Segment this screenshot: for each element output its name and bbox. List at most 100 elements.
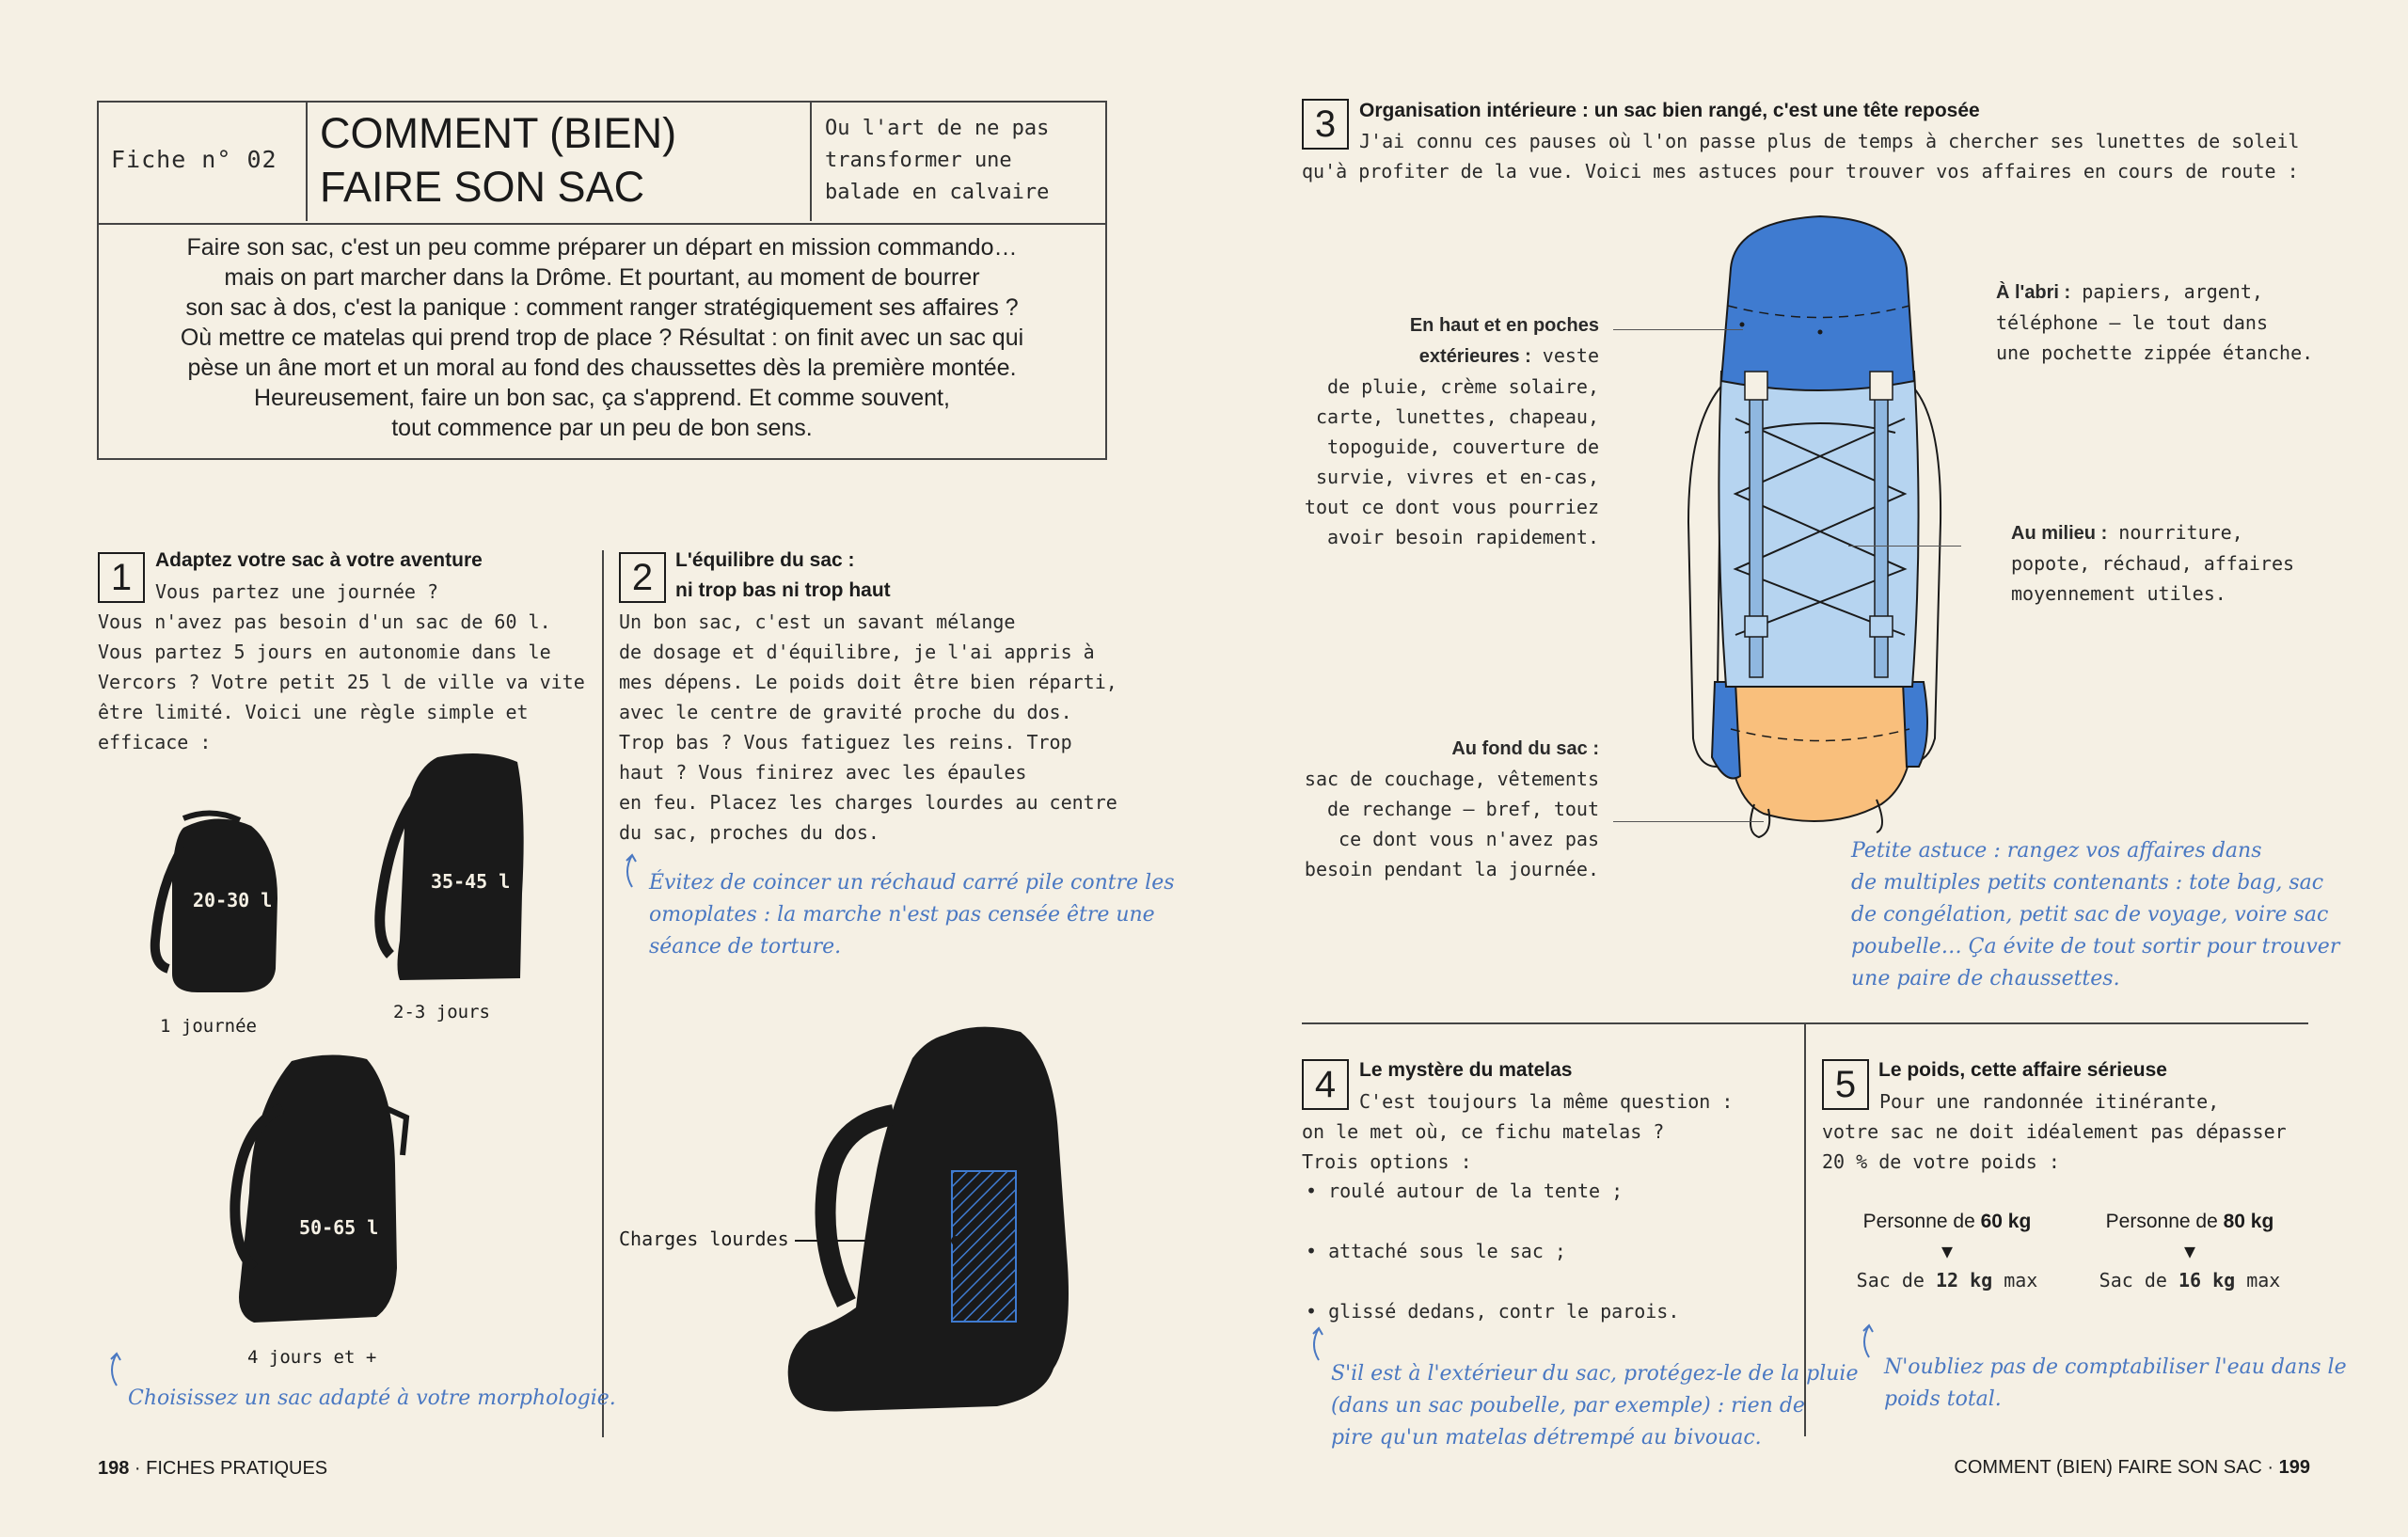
section-2-title: L'équilibre du sac : ni trop bas ni trop… bbox=[675, 546, 891, 606]
section-2-tip-line: omoplates : la marche n'est pas censée ê… bbox=[649, 903, 1155, 927]
callout-abri-rest: papiers, argent, bbox=[2070, 280, 2263, 303]
bag-medium-silhouette bbox=[374, 753, 524, 980]
page-subtitle: Ou l'art de ne pas transformer une balad… bbox=[825, 113, 1049, 209]
weight-bag-prefix: Sac de bbox=[2099, 1269, 2178, 1291]
fiche-header-divider-1 bbox=[306, 101, 308, 221]
intro-line: tout commence par un peu de bon sens. bbox=[391, 415, 813, 441]
weight-arrow-icon: ▼ bbox=[2183, 1240, 2196, 1262]
intro-line: pèse un âne mort et un moral au fond des… bbox=[187, 355, 1017, 381]
section-2-line: Un bon sac, c'est un savant mélange bbox=[619, 610, 1016, 633]
section-2-text: Un bon sac, c'est un savant mélange de d… bbox=[619, 607, 1117, 848]
bag-large-volume: 50-65 l bbox=[299, 1216, 379, 1239]
callout-bottom-line: besoin pendant la journée. bbox=[1304, 858, 1599, 880]
section-4-tip-line: S'il est à l'extérieur du sac, protégez-… bbox=[1331, 1362, 1859, 1386]
bag-medium-volume: 35-45 l bbox=[431, 870, 511, 893]
weight-arrow-icon: ▼ bbox=[1941, 1240, 1954, 1262]
section-3-number: 3 bbox=[1302, 99, 1349, 150]
footer-right-page: 199 bbox=[2278, 1457, 2310, 1478]
section-2-line: avec le centre de gravité proche du dos. bbox=[619, 701, 1072, 723]
page-subtitle-line3: balade en calvaire bbox=[825, 181, 1050, 204]
intro-line: Faire son sac, c'est un peu comme prépar… bbox=[186, 234, 1018, 261]
callout-bottom-line: ce dont vous n'avez pas bbox=[1339, 828, 1599, 850]
section-1-text: Vous partez une journée ? Vous n'avez pa… bbox=[98, 577, 585, 757]
callout-bottom-text: Au fond du sac : sac de couchage, vêteme… bbox=[1298, 734, 1599, 884]
callout-top-line: de pluie, crème solaire, bbox=[1327, 375, 1599, 398]
callout-abri-line: une pochette zippée étanche. bbox=[1996, 341, 2314, 364]
intro-line: Où mettre ce matelas qui prend trop de p… bbox=[180, 325, 1024, 351]
weight-case-bag: Sac de 16 kg max bbox=[2086, 1265, 2293, 1295]
heavy-load-label: Charges lourdes bbox=[619, 1228, 789, 1250]
footer-left-label: · FICHES PRATIQUES bbox=[129, 1458, 328, 1479]
section-4-line: Trois options : bbox=[1302, 1150, 1472, 1173]
section-5-line: Pour une randonnée itinérante, bbox=[1879, 1090, 2220, 1113]
page-subtitle-line2: transformer une bbox=[825, 149, 1012, 172]
page-title: COMMENT (BIEN) FAIRE SON SAC bbox=[320, 106, 676, 214]
callout-milieu-row: Au milieu : nourriture, bbox=[2011, 517, 2294, 548]
callout-abri-line: téléphone – le tout dans bbox=[1996, 311, 2268, 334]
section-3-title: Organisation intérieure : un sac bien ra… bbox=[1359, 100, 1980, 121]
section-3-tip: Petite astuce : rangez vos affaires dans… bbox=[1851, 835, 2339, 995]
section-2-number: 2 bbox=[619, 552, 666, 603]
bag-large-caption: 4 jours et + bbox=[247, 1347, 377, 1368]
section-5-tip: N'oubliez pas de comptabiliser l'eau dan… bbox=[1884, 1352, 2347, 1416]
section-4-option: • attaché sous le sac ; bbox=[1306, 1240, 1566, 1262]
section-5-line: votre sac ne doit idéalement pas dépasse… bbox=[1822, 1120, 2287, 1143]
section-3-tip-line: une paire de chaussettes. bbox=[1851, 967, 2120, 990]
section-5-tip-line: poids total. bbox=[1884, 1387, 2002, 1411]
section-2-tip-line: séance de torture. bbox=[649, 935, 842, 959]
section-4-tip-line: (dans un sac poubelle, par exemple) : ri… bbox=[1331, 1394, 1805, 1418]
intro-line: mais on part marcher dans la Drôme. Et p… bbox=[224, 264, 980, 291]
tip-arrow-icon bbox=[626, 853, 637, 888]
section-5-tip-line: N'oubliez pas de comptabiliser l'eau dan… bbox=[1884, 1355, 2347, 1379]
weight-person-value: 80 kg bbox=[2223, 1211, 2274, 1232]
callout-top-line: survie, vivres et en-cas, bbox=[1315, 466, 1599, 488]
section-5-line: 20 % de votre poids : bbox=[1822, 1150, 2060, 1173]
callout-top-text: En haut et en poches extérieures : veste… bbox=[1298, 310, 1599, 552]
footer-right-label: COMMENT (BIEN) FAIRE SON SAC · bbox=[1954, 1457, 2279, 1478]
section-4-option-text: roulé autour de la tente ; bbox=[1328, 1180, 1624, 1202]
section-2-line: mes dépens. Le poids doit être bien répa… bbox=[619, 671, 1117, 693]
callout-milieu-text: Au milieu : nourriture, popote, réchaud,… bbox=[2011, 517, 2294, 609]
section-1-tip: Choisissez un sac adapté à votre morphol… bbox=[128, 1386, 616, 1410]
bag-small-silhouette bbox=[150, 810, 277, 992]
section-4-line: on le met où, ce fichu matelas ? bbox=[1302, 1120, 1665, 1143]
page-subtitle-line1: Ou l'art de ne pas bbox=[825, 117, 1050, 140]
weight-person-prefix: Personne de bbox=[2105, 1211, 2224, 1232]
section-5-text: Pour une randonnée itinérante, votre sac… bbox=[1822, 1086, 2287, 1177]
callout-top-heading2: extérieures : bbox=[1418, 346, 1531, 367]
backpack-front-illustration bbox=[1687, 214, 1942, 839]
section-4-option: • glissé dedans, contr le parois. bbox=[1306, 1300, 1680, 1323]
intro-line: Heureusement, faire un bon sac, ça s'app… bbox=[254, 385, 950, 411]
weight-person-value: 60 kg bbox=[1980, 1211, 2032, 1232]
section-2-line: du sac, proches du dos. bbox=[619, 821, 879, 844]
callout-top-line: topoguide, couverture de bbox=[1327, 436, 1599, 458]
weight-case-person: Personne de 80 kg bbox=[2086, 1207, 2293, 1237]
fiche-header-box bbox=[97, 101, 1107, 225]
column-divider bbox=[602, 550, 604, 1437]
backpack-side-silhouette bbox=[787, 1026, 1069, 1412]
weight-case-2: Personne de 80 kg ▼ Sac de 16 kg max bbox=[2086, 1207, 2293, 1295]
callout-top-heading2-row: extérieures : veste bbox=[1298, 341, 1599, 372]
callout-top-heading1: En haut et en poches bbox=[1409, 315, 1599, 336]
callout-abri-row: À l'abri : papiers, argent, bbox=[1996, 277, 2313, 308]
section-4-line: C'est toujours la même question : bbox=[1359, 1090, 1734, 1113]
weight-case-bag: Sac de 12 kg max bbox=[1844, 1265, 2051, 1295]
weight-case-1: Personne de 60 kg ▼ Sac de 12 kg max bbox=[1844, 1207, 2051, 1295]
section-3-tip-line: de multiples petits contenants : tote ba… bbox=[1851, 871, 2324, 895]
section-1-line: Vous n'avez pas besoin d'un sac de 60 l. bbox=[98, 610, 551, 633]
callout-milieu-line: popote, réchaud, affaires bbox=[2011, 552, 2295, 575]
section-1-line: Vous partez 5 jours en autonomie dans le bbox=[98, 641, 551, 663]
callout-abri-text: À l'abri : papiers, argent, téléphone – … bbox=[1996, 277, 2313, 368]
tip-arrow-icon bbox=[1862, 1323, 1874, 1358]
intro-text: Faire son sac, c'est un peu comme prépar… bbox=[99, 232, 1105, 443]
bag-medium-caption: 2-3 jours bbox=[393, 1002, 490, 1022]
callout-bottom-heading: Au fond du sac : bbox=[1451, 738, 1599, 759]
weight-bag-suffix: max bbox=[2235, 1269, 2281, 1291]
weight-bag-value: 12 kg bbox=[1935, 1269, 1993, 1291]
section-4-title: Le mystère du matelas bbox=[1359, 1059, 1573, 1081]
weight-bag-prefix: Sac de bbox=[1856, 1269, 1936, 1291]
tip-arrow-icon bbox=[110, 1352, 121, 1386]
section-1-number: 1 bbox=[98, 552, 145, 603]
callout-milieu-line: moyennement utiles. bbox=[2011, 582, 2226, 605]
section-1-title: Adaptez votre sac à votre aventure bbox=[155, 549, 483, 571]
